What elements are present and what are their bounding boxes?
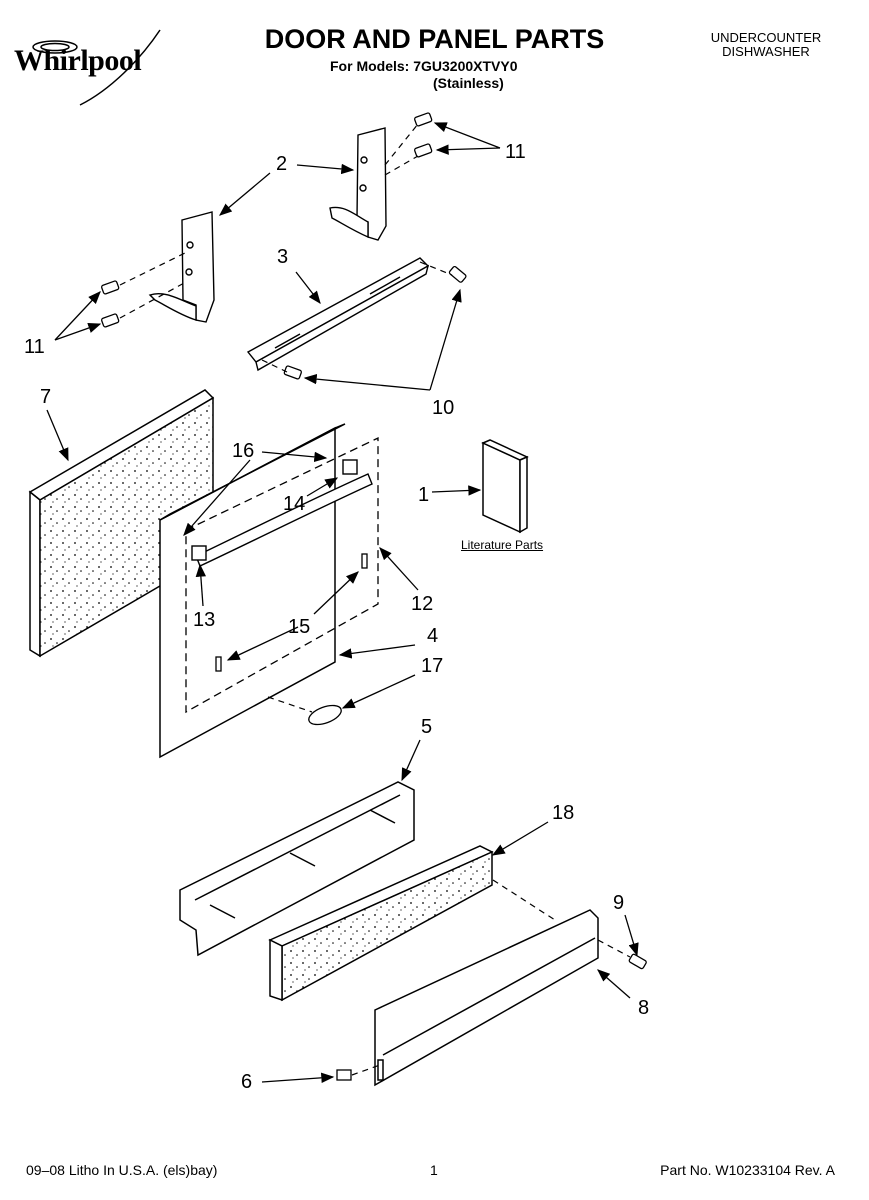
callout-17: 17 <box>421 655 444 677</box>
appliance-type-line1: UNDERCOUNTER <box>710 30 822 45</box>
insulation-strip-18 <box>268 845 494 1002</box>
side-bracket-right <box>329 127 387 241</box>
screw-9-and-clip-6 <box>336 953 647 1081</box>
callout-1: 1 <box>418 484 430 506</box>
callout-7: 7 <box>40 386 52 408</box>
whirlpool-logo-swirl <box>32 29 161 106</box>
callout-10: 10 <box>432 397 455 419</box>
callout-4: 4 <box>427 625 439 647</box>
callout-16: 16 <box>232 440 255 462</box>
callout-15: 15 <box>288 616 311 638</box>
models-line: For Models: 7GU3200XTVY0 <box>330 58 518 74</box>
callout-11-left: 11 <box>24 336 45 358</box>
callout-6: 6 <box>241 1071 253 1093</box>
callout-5: 5 <box>421 716 433 738</box>
callout-9: 9 <box>613 892 625 914</box>
callout-14: 14 <box>283 493 306 515</box>
appliance-type-line2: DISHWASHER <box>722 44 810 59</box>
callout-12: 12 <box>411 593 434 615</box>
literature-parts-label: Literature Parts <box>461 538 544 552</box>
brand-logo-text: Whirlpool <box>14 44 142 77</box>
callout-8: 8 <box>638 997 650 1019</box>
footer-part-number: Part No. W10233104 Rev. A <box>660 1162 835 1178</box>
toe-panel-5 <box>179 781 415 957</box>
kick-plate-8 <box>374 909 599 1087</box>
literature-book <box>481 439 529 534</box>
logo-badge-17 <box>308 704 342 726</box>
callout-11-top: 11 <box>505 141 526 163</box>
callout-18: 18 <box>552 802 575 824</box>
assembly-dashes <box>119 123 631 1076</box>
door-handle <box>191 459 373 567</box>
side-bracket-left <box>148 211 215 323</box>
door-bracket-3 <box>246 257 430 372</box>
callout-2: 2 <box>276 153 288 175</box>
screw-11-group <box>101 112 433 328</box>
page-title: DOOR AND PANEL PARTS <box>264 24 605 54</box>
mounting-dashed-outline <box>185 436 379 714</box>
callout-13: 13 <box>193 609 216 631</box>
callout-3: 3 <box>277 246 289 268</box>
leader-arrows <box>46 122 639 1084</box>
pin-15-group <box>215 553 368 672</box>
finish-label: (Stainless) <box>433 75 504 91</box>
footer-litho: 09–08 Litho In U.S.A. (els)bay) <box>26 1162 218 1178</box>
door-panel-7 <box>28 389 215 658</box>
screw-10-group <box>283 265 467 380</box>
footer-page-number: 1 <box>430 1162 438 1178</box>
